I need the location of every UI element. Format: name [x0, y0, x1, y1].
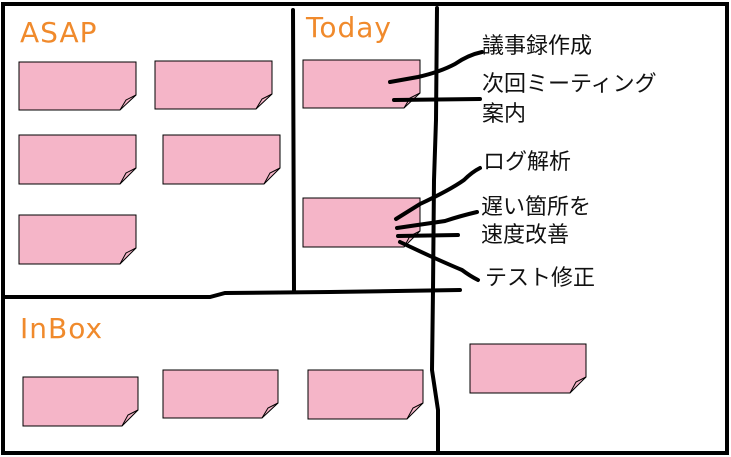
- sticky-note: [307, 369, 424, 420]
- connector-test: [398, 240, 480, 282]
- sticky-note: [18, 134, 137, 185]
- note-meeting-line1: 次回ミーティング: [482, 72, 657, 97]
- divider-inbox: [2, 288, 462, 299]
- connector-slow: [395, 210, 479, 230]
- divider-asap-today: [291, 8, 296, 294]
- sticky-note: [22, 376, 139, 427]
- connector-meeting: [392, 97, 482, 102]
- sticky-note: [302, 197, 421, 248]
- note-test-fix: テスト修正: [485, 266, 596, 291]
- note-log-analysis: ログ解析: [483, 150, 572, 175]
- connector-minutes: [388, 50, 484, 84]
- note-slow-line2: 速度改善: [481, 223, 570, 248]
- note-meeting-line2: 案内: [482, 102, 527, 127]
- sticky-note: [154, 60, 273, 110]
- sticky-note: [469, 343, 587, 394]
- sticky-note: [162, 134, 281, 185]
- sticky-note: [18, 61, 137, 111]
- section-label-inbox: InBox: [20, 312, 104, 345]
- note-slow-line1: 遅い箇所を: [481, 195, 592, 220]
- section-label-asap: ASAP: [20, 16, 98, 49]
- connector-slow-2: [396, 233, 460, 238]
- note-minutes: 議事録作成: [482, 34, 593, 59]
- section-label-today: Today: [306, 11, 392, 44]
- sticky-note: [18, 214, 137, 265]
- connector-log: [394, 166, 482, 221]
- sticky-note: [162, 369, 279, 419]
